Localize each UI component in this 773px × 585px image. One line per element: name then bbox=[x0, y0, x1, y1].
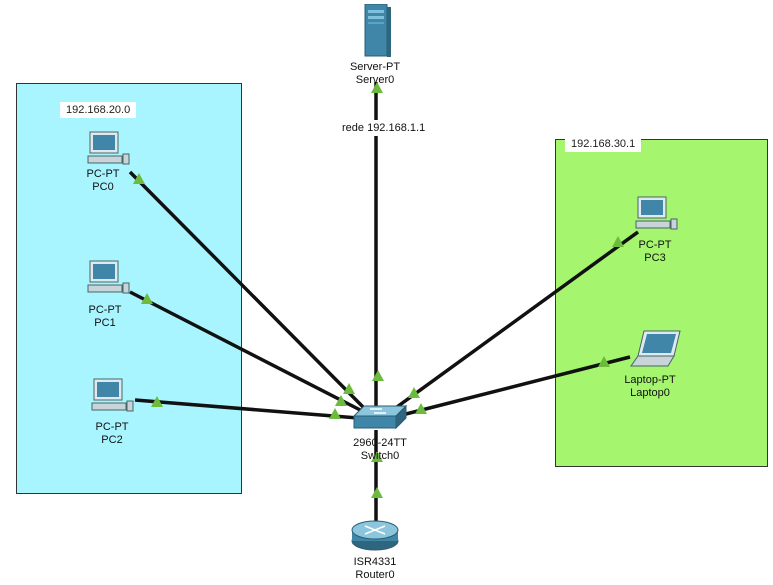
link-pc3-switch0 bbox=[388, 230, 640, 414]
pc3-model: PC-PT bbox=[638, 239, 672, 251]
label-laptop0: Laptop-PT Laptop0 bbox=[624, 374, 675, 400]
network-area-right[interactable] bbox=[555, 139, 768, 467]
label-server0: Server-PT Server0 bbox=[350, 61, 400, 87]
connection-label[interactable]: rede 192.168.1.1 bbox=[338, 120, 430, 136]
device-router0[interactable] bbox=[349, 519, 401, 551]
status-triangle-sw-pc1 bbox=[335, 395, 347, 406]
link-pc2-switch0 bbox=[134, 398, 359, 420]
laptop0-name: Laptop0 bbox=[630, 387, 670, 399]
pc0-name: PC0 bbox=[92, 181, 114, 193]
server0-name: Server0 bbox=[355, 74, 395, 86]
label-pc1: PC-PT PC1 bbox=[89, 304, 122, 330]
switch0-name: Switch0 bbox=[360, 450, 400, 462]
server0-model: Server-PT bbox=[349, 61, 401, 73]
device-pc1[interactable] bbox=[86, 260, 132, 296]
pc1-model: PC-PT bbox=[88, 304, 122, 316]
status-triangle-sw-pc3 bbox=[408, 387, 420, 398]
pc0-model: PC-PT bbox=[86, 168, 120, 180]
label-router0: ISR4331 Router0 bbox=[354, 556, 397, 582]
label-switch0: 2960-24TT Switch0 bbox=[353, 437, 407, 463]
status-triangle-laptop0 bbox=[598, 356, 610, 367]
label-pc0: PC-PT PC0 bbox=[87, 168, 120, 194]
status-triangle-sw-pc0 bbox=[343, 383, 355, 394]
device-pc0[interactable] bbox=[86, 131, 132, 167]
device-pc3[interactable] bbox=[634, 196, 680, 232]
area-label-left[interactable]: 192.168.20.0 bbox=[60, 102, 137, 118]
laptop-icon bbox=[630, 330, 681, 367]
link-pc0-switch0 bbox=[128, 170, 370, 414]
status-triangle-router0 bbox=[371, 487, 383, 498]
router0-model: ISR4331 bbox=[353, 556, 397, 568]
area-label-right[interactable]: 192.168.30.1 bbox=[565, 136, 642, 152]
router-icon bbox=[351, 520, 399, 551]
switch-icon bbox=[352, 404, 408, 430]
device-laptop0[interactable] bbox=[630, 330, 682, 368]
device-switch0[interactable] bbox=[352, 404, 408, 430]
status-triangle-sw-pc2 bbox=[329, 408, 341, 419]
server-icon bbox=[364, 3, 391, 57]
status-triangle-sw-server0 bbox=[372, 370, 384, 381]
switch0-model: 2960-24TT bbox=[353, 437, 407, 449]
pc-icon bbox=[91, 378, 134, 412]
laptop0-model: Laptop-PT bbox=[624, 374, 676, 386]
status-triangle-pc0 bbox=[133, 173, 145, 184]
label-pc2: PC-PT PC2 bbox=[96, 421, 129, 447]
label-pc3: PC-PT PC3 bbox=[639, 239, 672, 265]
pc2-name: PC2 bbox=[101, 434, 123, 446]
status-triangle-pc3 bbox=[612, 236, 624, 247]
link-laptop0-switch0 bbox=[397, 355, 631, 418]
status-triangle-pc1 bbox=[141, 293, 153, 304]
pc1-name: PC1 bbox=[94, 317, 116, 329]
status-triangle-pc2 bbox=[151, 396, 163, 407]
pc2-model: PC-PT bbox=[95, 421, 129, 433]
pc-icon bbox=[635, 196, 678, 230]
link-pc1-switch0 bbox=[129, 290, 369, 416]
status-triangle-sw-router0 bbox=[371, 451, 383, 462]
status-triangle-sw-laptop0 bbox=[415, 403, 427, 414]
pc-icon bbox=[87, 131, 130, 165]
status-triangle-server0 bbox=[371, 82, 383, 93]
pc3-name: PC3 bbox=[644, 252, 666, 264]
device-server0[interactable] bbox=[362, 3, 392, 58]
pc-icon bbox=[87, 260, 130, 294]
router0-name: Router0 bbox=[355, 569, 395, 581]
device-pc2[interactable] bbox=[90, 378, 136, 414]
